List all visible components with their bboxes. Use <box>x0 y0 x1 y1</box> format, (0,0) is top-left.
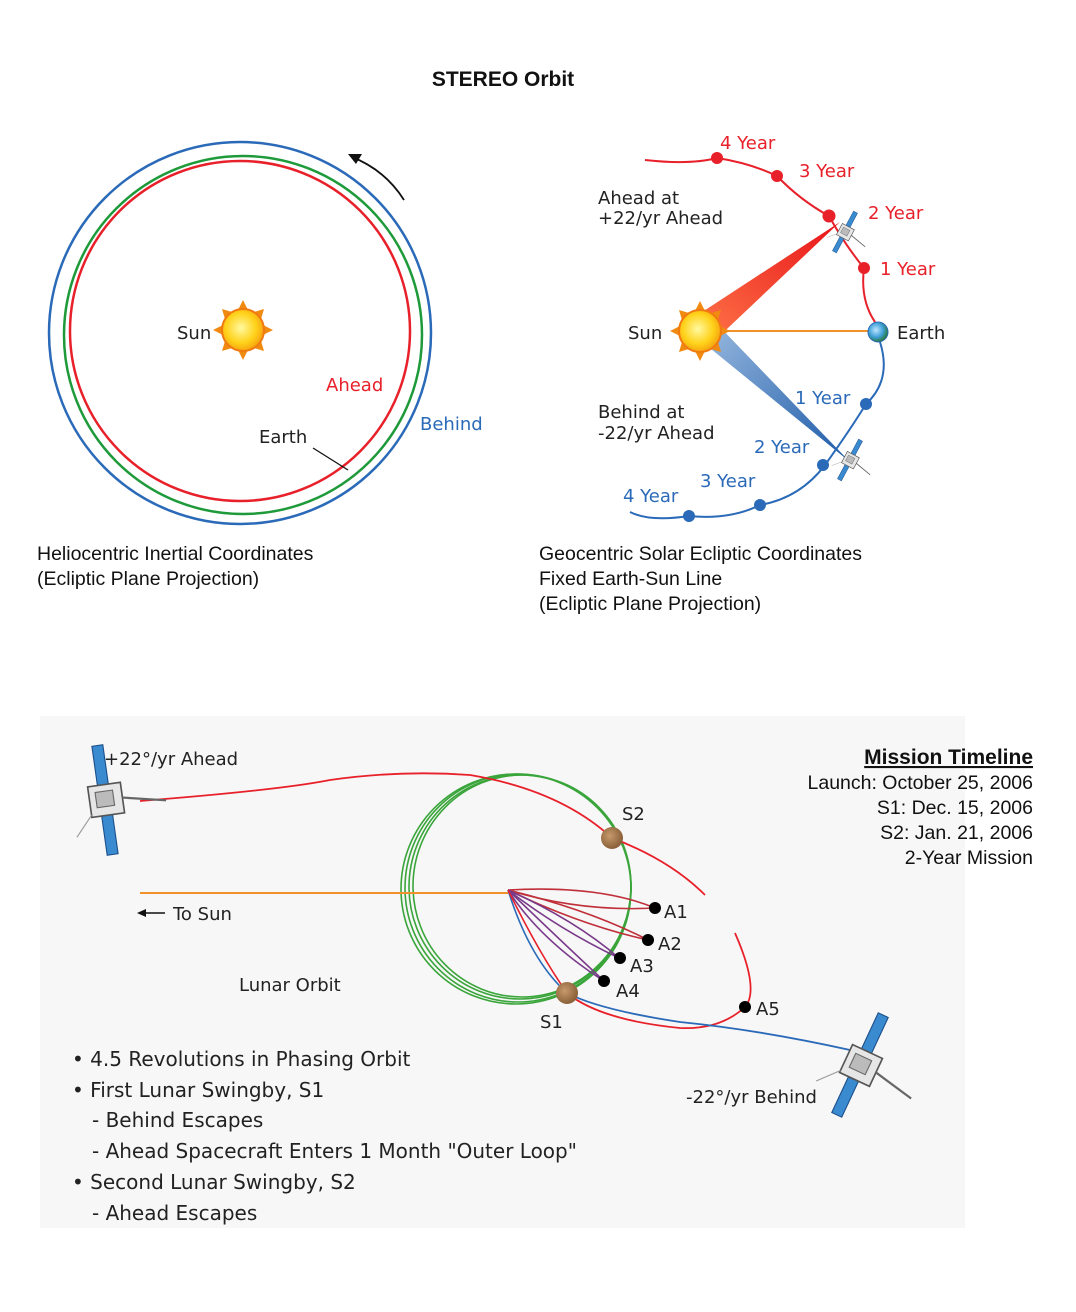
a4-label: A4 <box>616 981 640 1002</box>
apogee-markers <box>598 902 751 1013</box>
direction-arrow <box>351 156 405 201</box>
behind-4-year-dot <box>683 510 695 522</box>
behind-2-year-dot <box>817 459 829 471</box>
heliocentric-panel: Sun Ahead Earth Behind Heliocentric Iner… <box>37 140 483 590</box>
right-caption-line-3: (Ecliptic Plane Projection) <box>539 593 761 615</box>
earth-icon <box>867 321 889 343</box>
sun-label: Sun <box>177 323 211 344</box>
ahead-rate-label: +22°/yr Ahead <box>104 749 238 770</box>
ahead-beam <box>690 222 840 345</box>
bullet-1: • 4.5 Revolutions in Phasing Orbit <box>72 1047 411 1071</box>
earth-leader-line <box>312 447 349 471</box>
earth-orbit <box>62 154 424 516</box>
a2-label: A2 <box>658 934 682 955</box>
s2-label: S2 <box>622 804 645 825</box>
lunar-orbit-label: Lunar Orbit <box>239 975 341 996</box>
behind-1-year-label: 1 Year <box>795 388 851 409</box>
timeline-launch: Launch: October 25, 2006 <box>808 772 1034 794</box>
timeline-heading: Mission Timeline <box>864 746 1033 769</box>
point-labels: S2 S1 A1 A2 A3 A4 A5 <box>540 804 780 1033</box>
behind-orbit <box>47 140 433 526</box>
earth-label: Earth <box>897 323 945 344</box>
behind-1-year-dot <box>860 398 872 410</box>
behind-spacecraft-icon <box>827 433 883 492</box>
behind-beam <box>700 322 850 462</box>
behind-rate-label: -22°/yr Behind <box>686 1087 817 1108</box>
bullet-2: • First Lunar Swingby, S1 <box>72 1078 324 1102</box>
ahead-orbit <box>68 159 412 503</box>
sun-label: Sun <box>628 323 662 344</box>
sun-icon <box>212 299 274 361</box>
arrow-head-icon <box>348 154 362 164</box>
panel-background <box>40 716 965 1228</box>
a2-marker <box>642 934 654 946</box>
ahead-4-year-label: 4 Year <box>720 133 776 154</box>
ahead-3-year-dot <box>771 170 783 182</box>
behind-escape-path <box>566 992 851 1051</box>
ahead-2-year-label: 2 Year <box>868 203 924 224</box>
sub-bullet-1: - Behind Escapes <box>92 1108 263 1132</box>
behind-4-year-label: 4 Year <box>623 486 679 507</box>
behind-note-line-1: Behind at <box>598 402 684 423</box>
behind-3-year-dot <box>754 499 766 511</box>
a4-marker <box>598 975 610 987</box>
sub-bullet-2: - Ahead Spacecraft Enters 1 Month "Outer… <box>92 1139 577 1163</box>
ahead-note-line-2: +22/yr Ahead <box>598 208 723 229</box>
right-caption-line-2: Fixed Earth-Sun Line <box>539 568 722 590</box>
ahead-1-year-dot <box>858 262 870 274</box>
a1-label: A1 <box>664 902 688 923</box>
right-caption-line-1: Geocentric Solar Ecliptic Coordinates <box>539 543 862 565</box>
a5-marker <box>739 1001 751 1013</box>
ahead-escape-path <box>139 772 706 896</box>
geocentric-panel: Sun Earth Ahead at +22/yr Ahead Behind a… <box>539 133 945 615</box>
ahead-note-line-1: Ahead at <box>598 188 679 209</box>
figure-title: STEREO Orbit <box>432 68 574 91</box>
sun-icon <box>669 300 731 362</box>
bullet-3: • Second Lunar Swingby, S2 <box>72 1170 356 1194</box>
left-caption-line-1: Heliocentric Inertial Coordinates <box>37 543 314 565</box>
ahead-label: Ahead <box>326 375 383 396</box>
behind-3-year-label: 3 Year <box>700 471 756 492</box>
timeline-s2: S2: Jan. 21, 2006 <box>880 822 1033 844</box>
s1-label: S1 <box>540 1012 563 1033</box>
ahead-2-year-dot <box>822 209 836 223</box>
ahead-4-year-dot <box>711 152 723 164</box>
behind-note-line-2: -22/yr Ahead <box>598 423 715 444</box>
a1-marker <box>649 902 661 914</box>
lunar-orbit-rings <box>400 773 632 1005</box>
ahead-year-dots <box>711 152 870 274</box>
a3-label: A3 <box>630 956 654 977</box>
ahead-1-year-label: 1 Year <box>880 259 936 280</box>
a3-marker <box>614 952 626 964</box>
timeline-s1: S1: Dec. 15, 2006 <box>877 797 1033 819</box>
moon-s2-icon <box>601 827 623 849</box>
earth-label: Earth <box>259 427 307 448</box>
sub-bullet-3: - Ahead Escapes <box>92 1201 257 1225</box>
left-caption-line-2: (Ecliptic Plane Projection) <box>37 568 259 590</box>
behind-year-dots <box>683 398 872 522</box>
behind-label: Behind <box>420 414 483 435</box>
ahead-3-year-label: 3 Year <box>799 161 855 182</box>
arrow-left-icon <box>137 909 146 917</box>
timeline-duration: 2-Year Mission <box>905 847 1033 869</box>
phasing-orbit-panel: S2 S1 A1 A2 A3 A4 A5 +22°/yr Ahead -22°/… <box>40 716 1033 1228</box>
moon-s1-icon <box>556 982 578 1004</box>
behind-2-year-label: 2 Year <box>754 437 810 458</box>
a5-label: A5 <box>756 999 780 1020</box>
to-sun-label: To Sun <box>172 904 232 925</box>
